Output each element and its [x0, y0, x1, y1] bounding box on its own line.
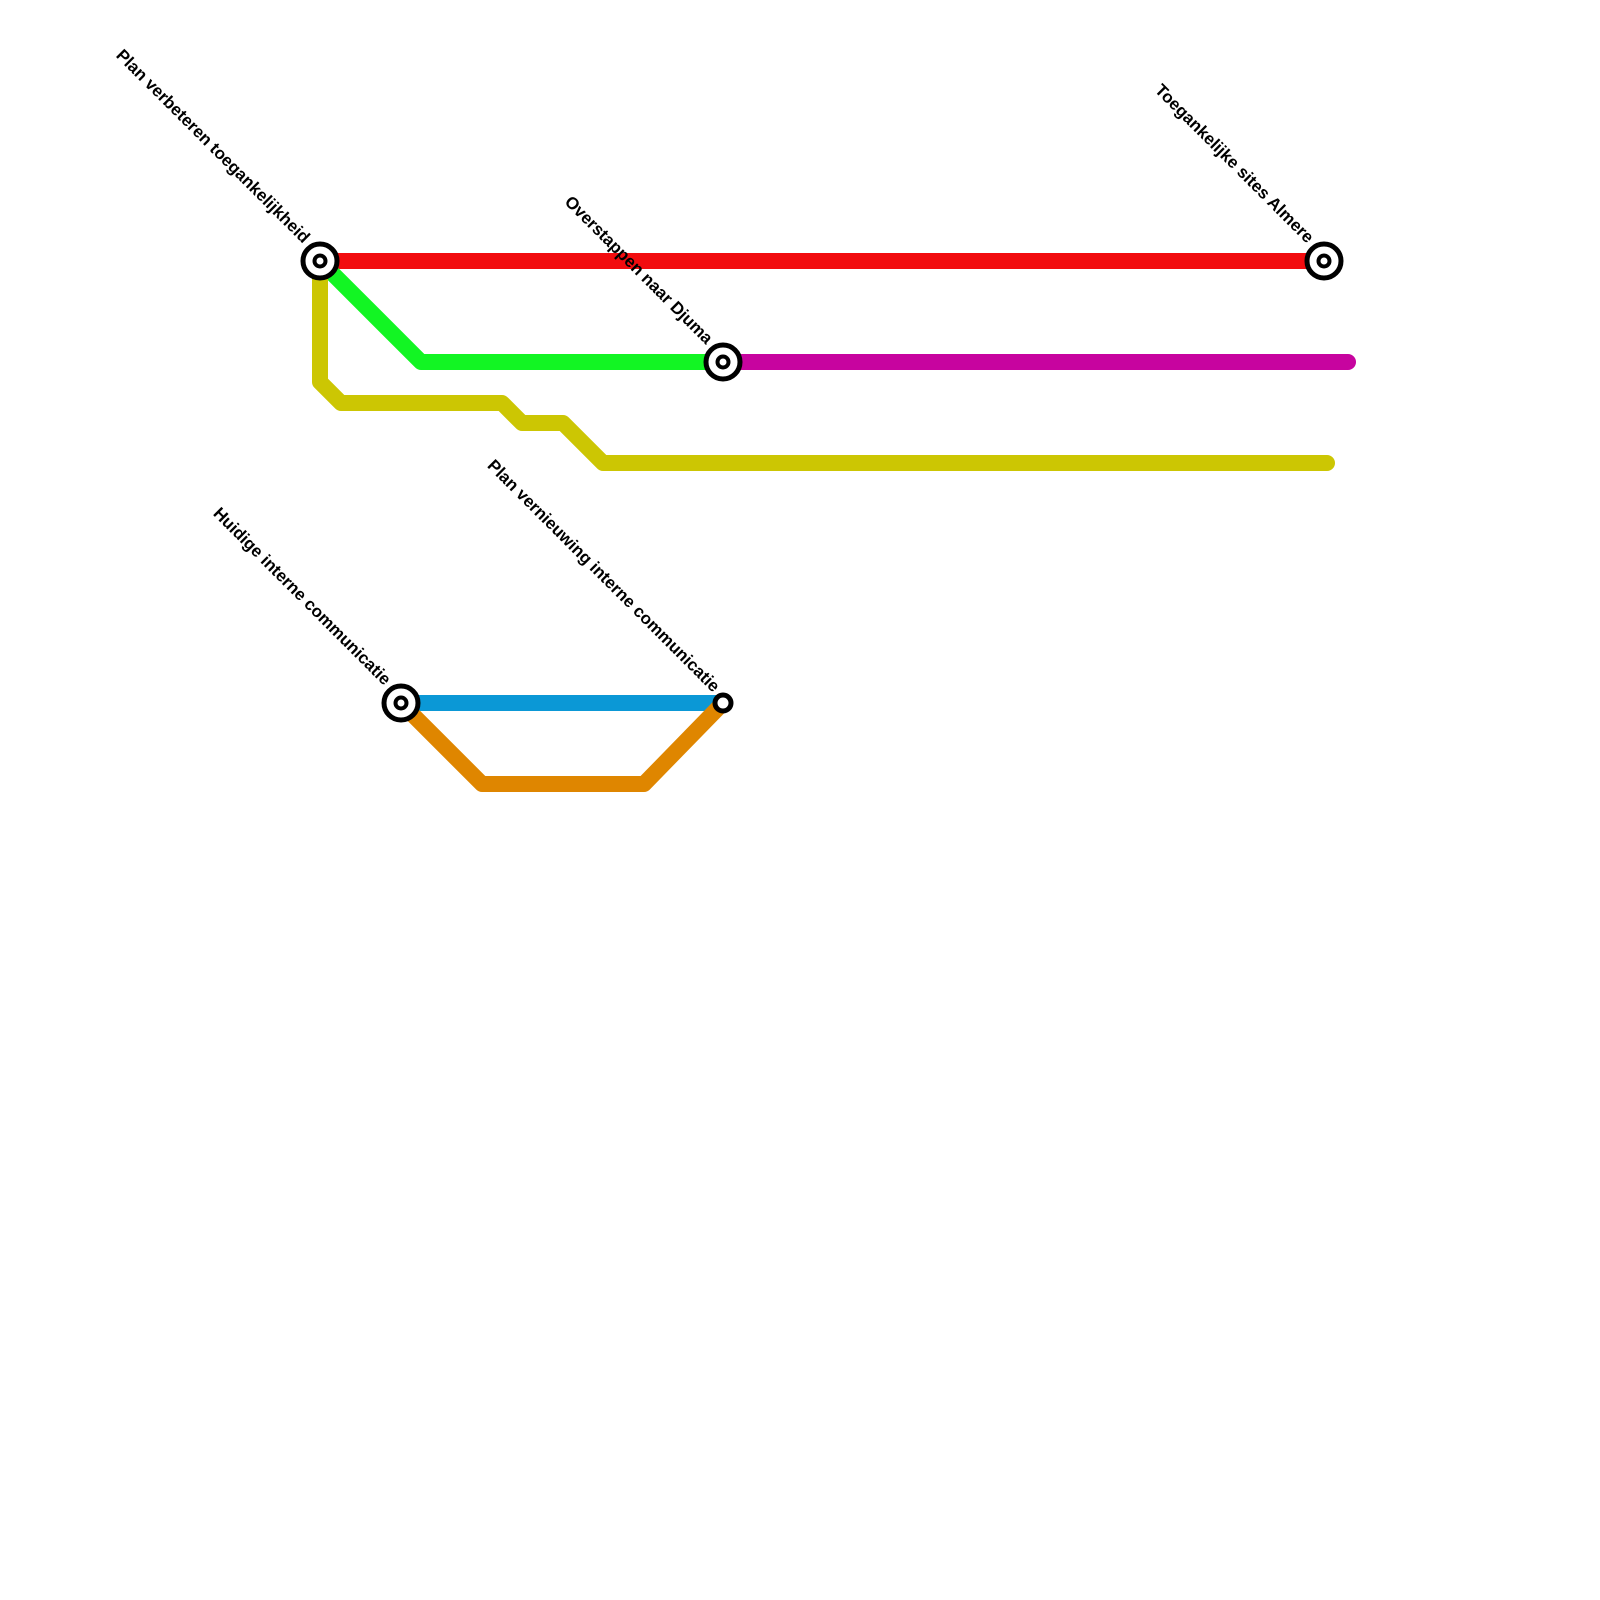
station-label: Plan verbeteren toegankelijkheid	[112, 46, 313, 247]
station-label: Plan vernieuwing interne communicatie	[484, 456, 724, 696]
interchange-marker-core	[1316, 253, 1332, 269]
station-toegankelijke-sites-almere[interactable]: Toegankelijke sites Almere	[1151, 80, 1344, 281]
line-orange	[393, 695, 731, 792]
interchange-marker-core	[312, 253, 328, 269]
line-olive	[312, 253, 1335, 471]
interchange-marker-core	[715, 354, 731, 370]
line-green	[312, 253, 731, 370]
station-plan-vernieuwing-interne-communicatie[interactable]: Plan vernieuwing interne communicatie	[484, 456, 734, 714]
station-overstappen-naar-djuma[interactable]: Overstappen naar Djuma	[561, 192, 743, 382]
stop-marker	[712, 692, 734, 714]
stations: Plan verbeteren toegankelijkheid Toegank…	[112, 46, 1344, 723]
station-label: Overstappen naar Djuma	[561, 192, 717, 348]
map-lines	[312, 253, 1356, 792]
interchange-marker-core	[393, 695, 409, 711]
station-plan-verbeteren-toegankelijkheid[interactable]: Plan verbeteren toegankelijkheid	[112, 46, 340, 281]
station-label: Toegankelijke sites Almere	[1151, 80, 1317, 246]
station-huidige-interne-communicatie[interactable]: Huidige interne communicatie	[210, 504, 421, 723]
station-label: Huidige interne communicatie	[210, 504, 395, 689]
